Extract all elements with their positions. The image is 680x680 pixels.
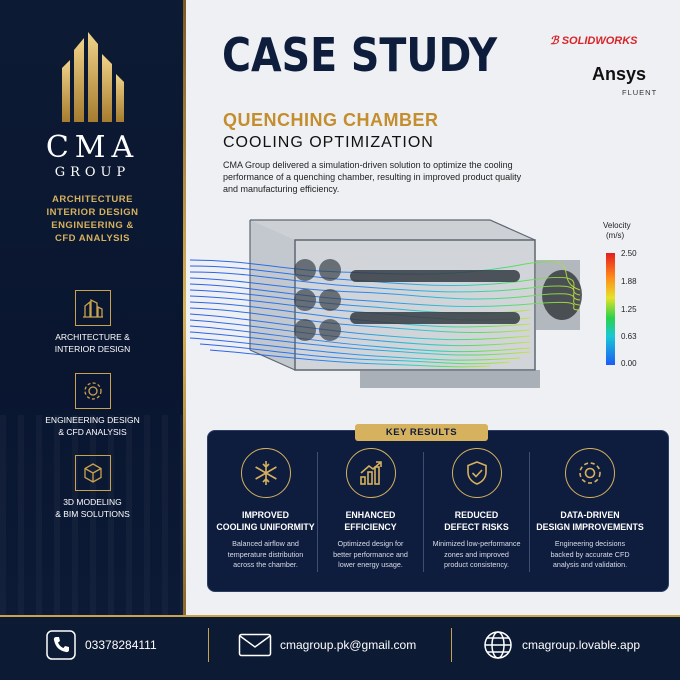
cube-icon — [74, 455, 111, 491]
description: CMA Group delivered a simulation-driven … — [223, 160, 522, 194]
result-desc-line: Engineering decisions — [554, 539, 626, 548]
email-address: cmagroup.pk@gmail.com — [280, 638, 417, 652]
result-title-line: DEFECT RISKS — [444, 522, 509, 532]
result-title-line: EFFICIENCY — [344, 522, 397, 532]
key-results-label: KEY RESULTS — [355, 424, 488, 441]
service-modeling: 3D MODELING & BIM SOLUTIONS — [0, 455, 185, 520]
phone-icon — [46, 630, 76, 660]
globe-icon — [484, 631, 512, 659]
ansys-logo: Ansys — [592, 64, 647, 84]
website-url: cmagroup.lovable.app — [522, 638, 641, 652]
ds-logo-icon: ℬ — [550, 35, 559, 47]
result-title: ENHANCED EFFICIENCY — [318, 509, 423, 533]
footer-divider — [451, 628, 452, 662]
result-title: DATA-DRIVEN DESIGN IMPROVEMENTS — [531, 509, 649, 533]
legend-tick: 1.88 — [621, 277, 637, 286]
service-architecture: ARCHITECTURE & INTERIOR DESIGN — [0, 290, 185, 355]
result-title: REDUCED DEFECT RISKS — [424, 509, 529, 533]
result-data-driven: DATA-DRIVEN DESIGN IMPROVEMENTS Engineeri… — [531, 448, 649, 571]
solidworks-text: SOLIDWORKS — [561, 35, 638, 47]
fluent-label: FLUENT — [622, 88, 658, 97]
skyline-logo-icon — [61, 32, 124, 122]
legend-title: Velocity — [603, 221, 631, 230]
tagline-line: ARCHITECTURE — [52, 194, 133, 205]
legend-unit: (m/s) — [606, 231, 625, 240]
result-desc-line: Minimized low-performance — [432, 539, 521, 548]
legend-tick: 1.25 — [621, 305, 637, 314]
legend-tick: 2.50 — [621, 249, 637, 258]
service-line: & CFD ANALYSIS — [58, 427, 127, 437]
legend-tick: 0.63 — [621, 332, 637, 341]
result-desc-line: across the chamber. — [233, 560, 298, 569]
service-label: 3D MODELING & BIM SOLUTIONS — [0, 496, 185, 520]
tagline-line: INTERIOR DESIGN — [46, 207, 139, 218]
result-desc-line: temperature distribution — [227, 549, 304, 559]
phone-number: 03378284111 — [85, 638, 157, 652]
subtitle-primary: QUENCHING CHAMBER — [223, 110, 439, 130]
legend-tick: 0.00 — [621, 359, 637, 368]
result-desc-line: backed by accurate CFD — [550, 549, 630, 559]
brand-sub: GROUP — [54, 165, 131, 180]
subtitle-secondary: COOLING OPTIMIZATION — [223, 134, 434, 151]
mail-icon — [238, 633, 272, 657]
result-desc-line: Optimized design for — [337, 539, 404, 548]
sidebar: CMA GROUP ARCHITECTURE INTERIOR DESIGN E… — [0, 0, 185, 615]
result-divider — [423, 452, 424, 572]
result-title-line: COOLING UNIFORMITY — [216, 522, 315, 532]
result-divider — [317, 452, 318, 572]
service-label: ARCHITECTURE & INTERIOR DESIGN — [0, 331, 185, 355]
shield-check-icon — [451, 448, 502, 498]
brand-tagline: ARCHITECTURE INTERIOR DESIGN ENGINEERING… — [0, 193, 185, 245]
result-title-line: DATA-DRIVEN — [560, 510, 620, 520]
result-title-line: ENHANCED — [345, 510, 396, 520]
brand-name: CMA — [45, 130, 140, 165]
gear-icon — [565, 448, 615, 498]
building-icon — [74, 290, 111, 326]
solidworks-logo: ℬ SOLIDWORKS — [550, 34, 638, 47]
result-desc-line: better performance and — [333, 549, 408, 559]
footer-website[interactable]: cmagroup.lovable.app — [482, 627, 640, 663]
result-desc-line: lower energy usage. — [338, 560, 403, 569]
growth-chart-icon — [345, 448, 396, 498]
sidebar-divider — [183, 0, 186, 615]
velocity-legend: Velocity (m/s) 2.50 1.88 1.25 0.63 0.00 — [603, 221, 637, 368]
snowflake-icon — [240, 448, 291, 498]
gear-icon — [74, 373, 111, 409]
service-line: & BIM SOLUTIONS — [55, 509, 130, 519]
service-line: ENGINEERING DESIGN — [45, 415, 140, 425]
legend-colorbar — [606, 253, 615, 365]
service-label: ENGINEERING DESIGN & CFD ANALYSIS — [0, 414, 185, 438]
page-title: CASE STUDY — [222, 28, 498, 82]
result-title-line: REDUCED — [454, 510, 499, 520]
tagline-line: CFD ANALYSIS — [55, 233, 130, 244]
service-engineering: ENGINEERING DESIGN & CFD ANALYSIS — [0, 373, 185, 438]
result-title-line: IMPROVED — [242, 510, 289, 520]
footer — [0, 615, 680, 680]
result-desc-line: analysis and validation. — [552, 560, 628, 569]
result-cooling: IMPROVED COOLING UNIFORMITY Balanced airf… — [213, 448, 318, 571]
footer-divider — [208, 628, 209, 662]
result-divider — [529, 452, 530, 572]
brand-logo: CMA GROUP — [0, 30, 185, 180]
service-line: 3D MODELING — [63, 497, 122, 507]
result-desc-line: Balanced airflow and — [232, 539, 299, 548]
result-desc-line: zones and improved — [444, 549, 509, 559]
result-desc-line: product consistency. — [444, 560, 509, 569]
tagline-line: ENGINEERING & — [51, 220, 134, 231]
footer-phone[interactable]: 03378284111 — [45, 627, 157, 663]
result-defects: REDUCED DEFECT RISKS Minimized low-perfor… — [424, 448, 529, 571]
cfd-simulation-image — [190, 219, 582, 388]
footer-email[interactable]: cmagroup.pk@gmail.com — [238, 627, 416, 663]
result-title-line: DESIGN IMPROVEMENTS — [536, 522, 644, 532]
service-line: INTERIOR DESIGN — [54, 344, 131, 354]
service-line: ARCHITECTURE & — [55, 332, 130, 342]
result-title: IMPROVED COOLING UNIFORMITY — [213, 509, 318, 533]
